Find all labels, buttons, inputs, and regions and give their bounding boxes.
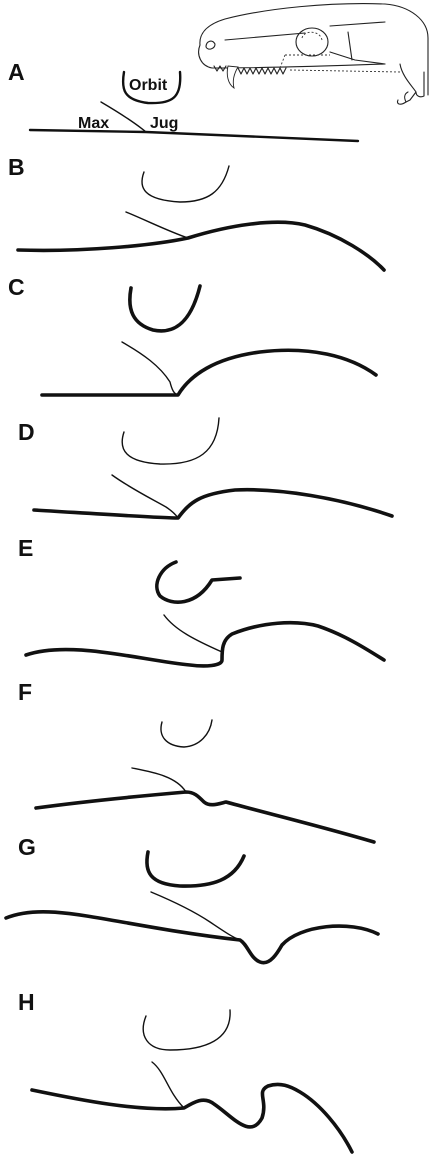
panel-h: H [18,989,354,1154]
jaw-margin-c [40,348,378,397]
panel-label-a: A [8,59,25,85]
orbit-outline-f [160,719,213,748]
suture-line-a [100,101,147,133]
panel-c: C [8,274,378,397]
orbit-outline-b [141,165,230,203]
panel-g: G [4,834,380,965]
orbit-outline-e [155,560,242,604]
suture-line-f [131,767,187,793]
orbit-outline-d [121,417,220,465]
orbit-outline [121,70,182,105]
panel-b: B [8,154,386,272]
suture-line-d [111,474,179,519]
panel-label-b: B [8,154,25,180]
jugal-label: Jug [150,115,178,132]
orbit-label: Orbit [129,77,168,94]
panel-e: E [18,535,386,668]
panel-label-d: D [18,419,35,445]
suture-line-h [151,1061,185,1109]
jaw-margin-a [28,128,360,143]
jaw-margin-b [16,220,386,272]
jaw-margin-f [34,790,376,844]
panel-label-c: C [8,274,25,300]
panel-a: A Orbit Max Jug [8,59,360,143]
panel-label-g: G [18,834,36,860]
jaw-margin-h [30,1082,354,1154]
suture-line-b [125,211,189,239]
panel-label-h: H [18,989,35,1015]
suture-line-c [121,341,179,396]
suture-line-e [163,614,223,653]
orbit-outline-g [145,850,246,888]
orbit-outline-h [142,1009,231,1051]
jaw-margin-d [32,487,394,520]
jaw-margin-e [24,620,386,668]
suture-line-g [150,891,241,941]
panel-label-e: E [18,535,33,561]
skull-illustration [198,3,429,105]
panel-f: F [18,679,376,844]
panel-d: D [18,417,394,520]
maxilla-label: Max [78,115,109,132]
jaw-margin-g [4,909,380,965]
panel-label-f: F [18,679,32,705]
orbit-outline-c [128,284,202,333]
